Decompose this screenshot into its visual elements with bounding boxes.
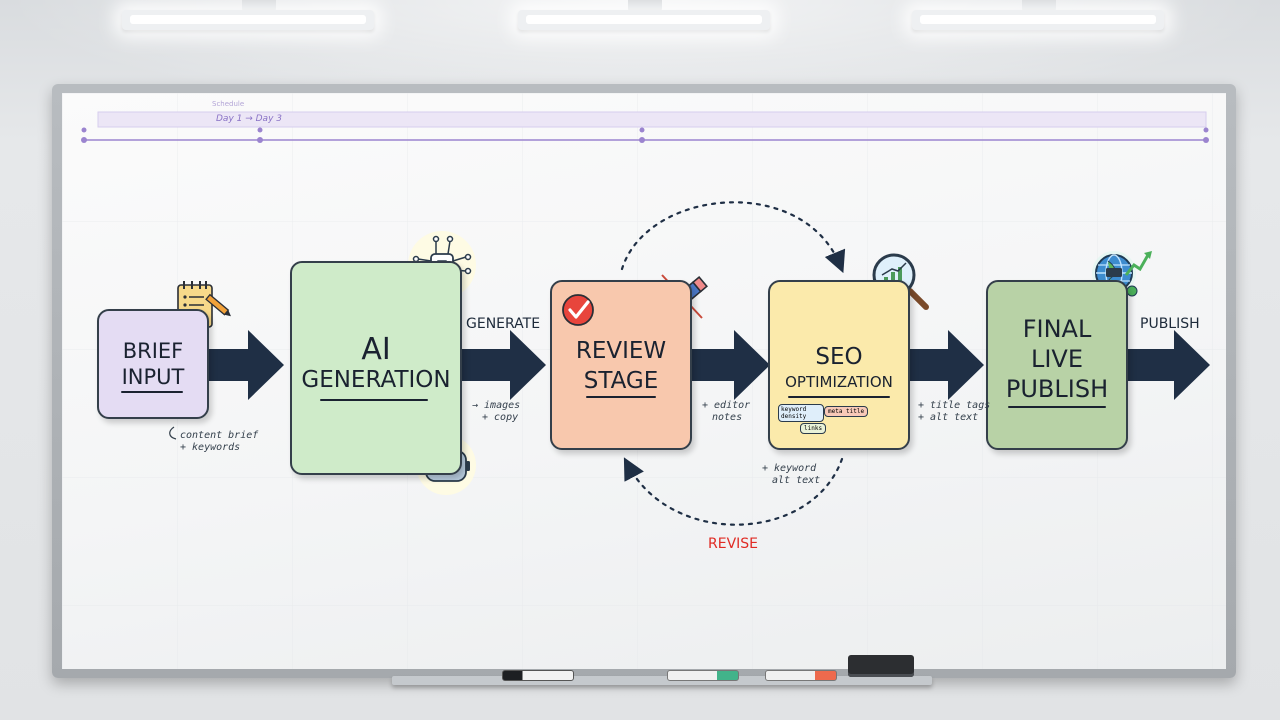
note-seo-under: + keyword alt text: [762, 463, 820, 487]
note-brief: content brief + keywords: [180, 430, 258, 454]
timeline-dot: [1204, 128, 1209, 133]
checkmark-icon: [560, 290, 600, 330]
stage-title-line: GENERATION: [292, 367, 460, 393]
seo-tag: meta title: [824, 406, 868, 417]
black-marker[interactable]: [502, 670, 574, 681]
note-line: + alt text: [918, 412, 990, 424]
stage-seo-optimization: SEO OPTIMIZATION keyword density meta ti…: [768, 280, 910, 450]
green-marker[interactable]: [667, 670, 739, 681]
stage-title-line: REVIEW: [552, 338, 690, 364]
stage-title-line: BRIEF: [99, 339, 207, 363]
stage-title-line: OPTIMIZATION: [770, 374, 908, 391]
stage-ai-generation: AI GENERATION: [290, 261, 462, 475]
timeline-dot: [639, 137, 645, 143]
stage-title-line: PUBLISH: [988, 376, 1126, 404]
note-line: notes: [702, 412, 750, 424]
stage-title-line: FINAL: [988, 316, 1126, 344]
note-review: + editor notes: [702, 400, 750, 424]
arrow-label-generate: GENERATE: [466, 316, 540, 332]
whiteboard: Schedule Day 1 → Day 3 BRIEF INPUT AI GE…: [52, 84, 1236, 678]
note-ai: → images + copy: [472, 400, 520, 424]
title-underline: [788, 396, 890, 398]
timeline-tiny-label: Schedule: [212, 100, 244, 108]
whiteboard-surface: Schedule Day 1 → Day 3 BRIEF INPUT AI GE…: [62, 93, 1226, 669]
stage-title-line: INPUT: [99, 365, 207, 389]
stage-title-line: LIVE: [988, 346, 1126, 374]
timeline-dot: [82, 128, 87, 133]
ceiling-lamp-center: [518, 10, 770, 30]
timeline-dot: [257, 137, 263, 143]
note-line: + keywords: [180, 442, 258, 454]
timeline-dot: [1203, 137, 1209, 143]
seo-tag: keyword density: [778, 404, 824, 422]
ceiling-lamp-left: [122, 10, 374, 30]
note-line: + copy: [472, 412, 520, 424]
timeline-dot: [640, 128, 645, 133]
stage-final-publish: FINAL LIVE PUBLISH: [986, 280, 1128, 450]
note-line: + title tags: [918, 400, 990, 412]
title-underline: [1008, 406, 1106, 408]
note-line: + keyword: [762, 463, 820, 475]
stage-title-line: SEO: [770, 344, 908, 370]
note-line: + editor: [702, 400, 750, 412]
note-line: alt text: [762, 475, 820, 487]
stage-brief-input: BRIEF INPUT: [97, 309, 209, 419]
marker-tray: [392, 676, 932, 685]
ceiling-lamp-right: [912, 10, 1164, 30]
arrow-label-revise: REVISE: [708, 536, 758, 552]
note-line: → images: [472, 400, 520, 412]
arrow-label-publish: PUBLISH: [1140, 316, 1200, 332]
note-seo-output: + title tags + alt text: [918, 400, 990, 424]
stage-title-line: STAGE: [552, 368, 690, 394]
red-marker[interactable]: [765, 670, 837, 681]
title-underline: [586, 396, 656, 398]
title-underline: [121, 391, 183, 393]
note-line: content brief: [180, 430, 258, 442]
stage-title-line: AI: [292, 333, 460, 368]
title-underline: [320, 399, 428, 401]
seo-tag: links: [800, 423, 826, 434]
timeline-dot: [258, 128, 263, 133]
whiteboard-eraser[interactable]: [848, 655, 914, 677]
timeline-range-label: Day 1 → Day 3: [216, 114, 282, 124]
timeline-dot: [81, 137, 87, 143]
stage-review: REVIEW STAGE: [550, 280, 692, 450]
